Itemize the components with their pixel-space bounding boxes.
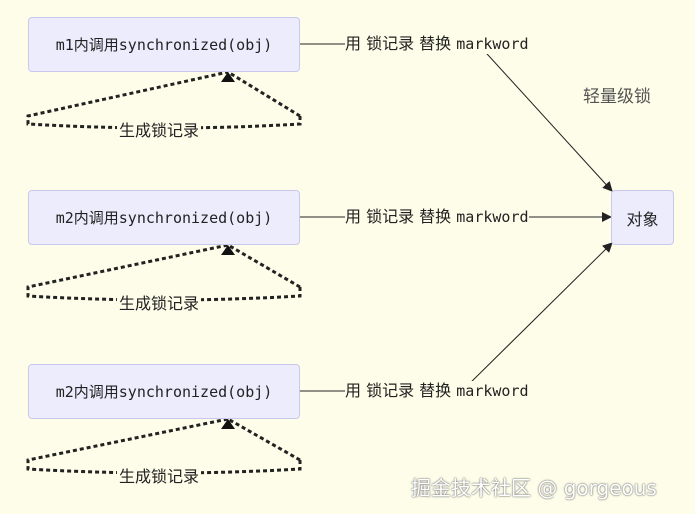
node-m1-label: m1内调用synchronized(obj) bbox=[55, 36, 273, 54]
note-lightweight-lock: 轻量级锁 bbox=[583, 87, 651, 107]
edge-m1-to-object bbox=[300, 43, 613, 192]
node-m2b-label: m2内调用synchronized(obj) bbox=[55, 383, 273, 401]
self-loop-m2b bbox=[26, 417, 302, 475]
node-object: 对象 bbox=[611, 190, 674, 245]
edge-label-m1-prefix: 用 锁记录 替换 bbox=[345, 34, 457, 53]
self-loop-m1 bbox=[26, 70, 302, 130]
edge-m2b-to-object bbox=[300, 242, 613, 392]
node-m2b: m2内调用synchronized(obj) bbox=[28, 364, 300, 419]
edge-label-m2a: 用 锁记录 替换 markword bbox=[345, 207, 529, 227]
loop-label-m1: 生成锁记录 bbox=[117, 121, 202, 141]
edge-label-m2a-word: markword bbox=[456, 208, 529, 226]
watermark: 掘金技术社区 @ gorgeous bbox=[411, 476, 657, 500]
edge-label-m1-word: markword bbox=[456, 35, 529, 53]
self-loop-arrow-m2a bbox=[221, 245, 235, 255]
self-loop-arrow-m2b bbox=[221, 419, 235, 429]
node-m2a: m2内调用synchronized(obj) bbox=[28, 190, 300, 245]
self-loop-m2a bbox=[26, 243, 302, 302]
node-m2a-label: m2内调用synchronized(obj) bbox=[55, 209, 273, 227]
node-m1: m1内调用synchronized(obj) bbox=[28, 17, 300, 72]
self-loop-arrow-m1 bbox=[221, 72, 235, 82]
loop-label-m2b: 生成锁记录 bbox=[117, 467, 202, 487]
edge-label-m2b-prefix: 用 锁记录 替换 bbox=[345, 381, 457, 400]
edge-label-m2b-word: markword bbox=[456, 382, 529, 400]
edge-label-m1: 用 锁记录 替换 markword bbox=[345, 34, 529, 54]
edge-label-m2b: 用 锁记录 替换 markword bbox=[345, 381, 529, 401]
loop-label-m2a: 生成锁记录 bbox=[117, 294, 202, 314]
node-object-label: 对象 bbox=[626, 209, 659, 229]
edge-label-m2a-prefix: 用 锁记录 替换 bbox=[345, 207, 457, 226]
